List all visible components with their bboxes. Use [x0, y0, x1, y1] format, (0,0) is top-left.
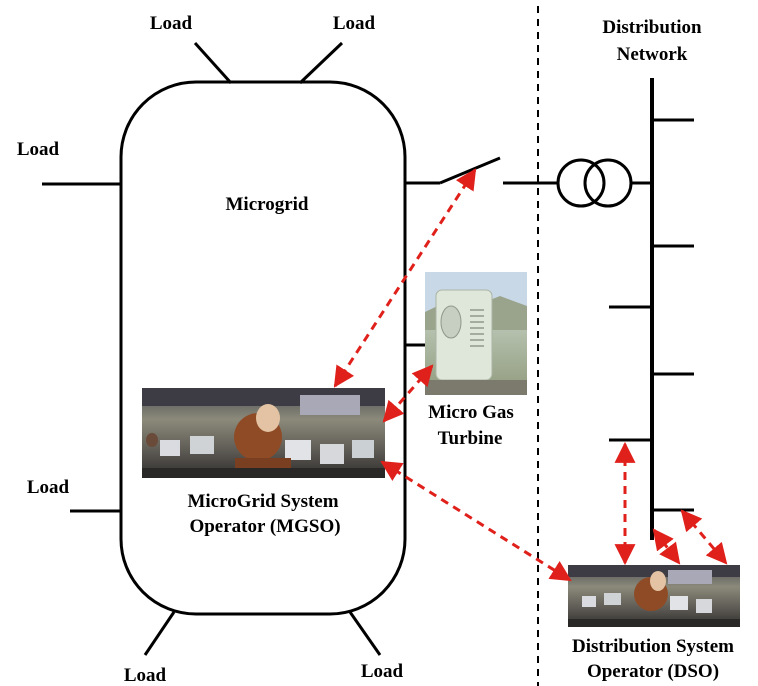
- mgso-control-room-photo: [142, 388, 385, 478]
- micro-gas-turbine-label-line2: Turbine: [438, 428, 503, 449]
- load-label-top-left: Load: [150, 13, 193, 34]
- distribution-network-label-line2: Network: [617, 44, 688, 65]
- distribution-network-label-line1: Distribution: [602, 17, 702, 38]
- comm-arrow-turbine-mgso: [382, 364, 434, 423]
- dso-control-room-photo: [568, 565, 740, 627]
- micro-gas-turbine-photo: [425, 272, 527, 395]
- load-line-top-right: [298, 41, 344, 85]
- load-line-bottom-left: [143, 611, 176, 656]
- load-line-bottom-right: [348, 611, 382, 656]
- mgso-label-line1: MicroGrid System: [187, 491, 338, 512]
- load-label-bottom-left: Load: [124, 665, 167, 686]
- comm-arrow-bus-dso-2: [652, 528, 681, 565]
- circuit-breaker-icon: [439, 156, 501, 185]
- dso-label-line1: Distribution System: [572, 636, 734, 657]
- micro-gas-turbine-label-line1: Micro Gas: [428, 402, 514, 423]
- comm-arrow-bus-dso-3: [680, 509, 728, 565]
- load-line-top-left: [193, 41, 233, 85]
- comm-arrow-mgso-dso: [380, 460, 572, 582]
- load-label-left-lower: Load: [27, 477, 70, 498]
- communication-arrows: [333, 168, 728, 582]
- mgso-label-line2: Operator (MGSO): [189, 516, 340, 537]
- microgrid-label: Microgrid: [225, 194, 308, 215]
- load-label-top-right: Load: [333, 13, 376, 34]
- comm-arrow-breaker-mgso: [333, 168, 477, 388]
- load-label-left-upper: Load: [17, 139, 60, 160]
- dso-label-line2: Operator (DSO): [587, 661, 719, 682]
- load-label-bottom-right: Load: [361, 661, 404, 682]
- transformer-icon: [556, 158, 633, 208]
